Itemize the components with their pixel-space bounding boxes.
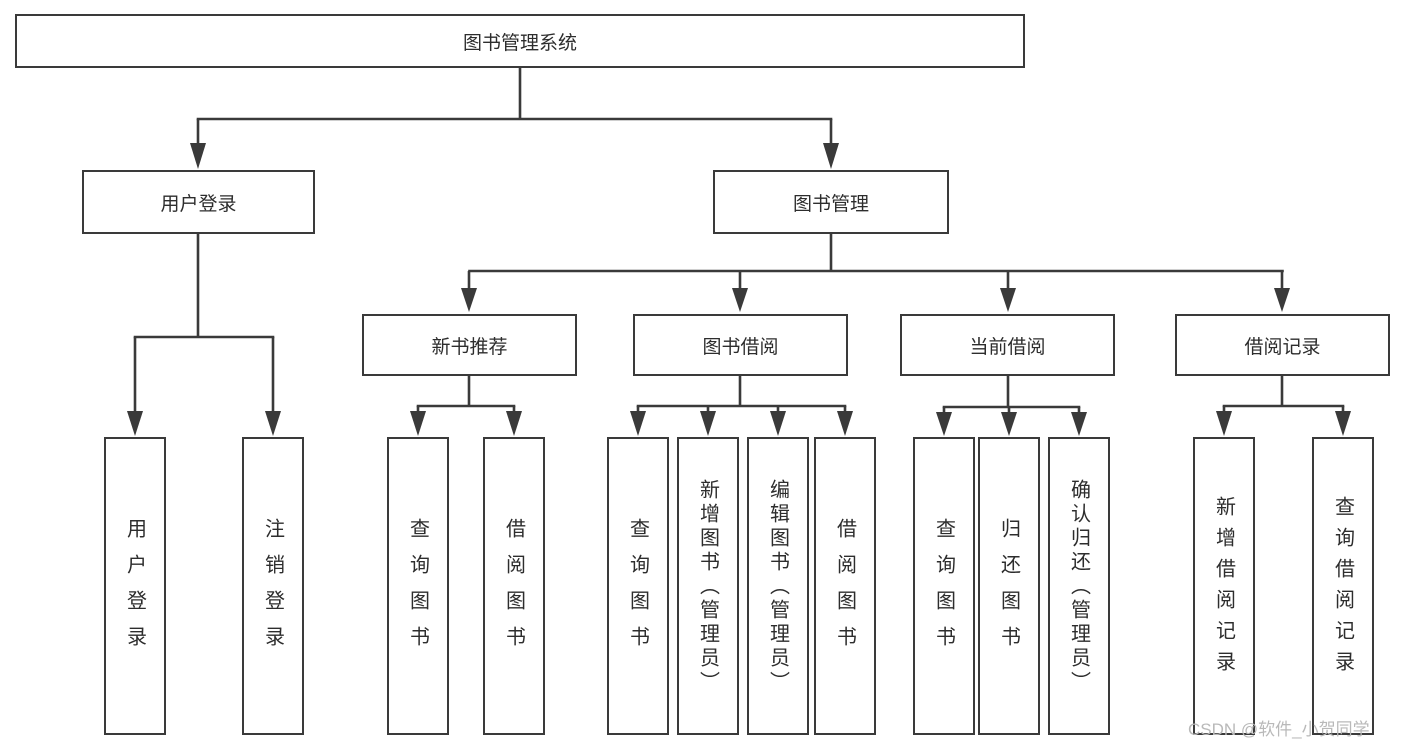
leaf-confirm-return-admin: 确认归还（管理员） [1048, 437, 1110, 735]
node-book-management: 图书管理 [713, 170, 949, 234]
node-root-system: 图书管理系统 [15, 14, 1025, 68]
leaf-newbook-borrow-books: 借阅图书 [483, 437, 545, 735]
edge-root-to-level2 [190, 68, 839, 169]
node-borrow-records: 借阅记录 [1175, 314, 1390, 376]
leaf-return-books: 归还图书 [978, 437, 1040, 735]
node-new-book-recommend: 新书推荐 [362, 314, 577, 376]
edge-borrowrecords-to-leaves [1216, 376, 1351, 436]
leaf-current-query-books: 查询图书 [913, 437, 975, 735]
leaf-add-books-admin: 新增图书（管理员） [677, 437, 739, 735]
leaf-logout: 注销登录 [242, 437, 304, 735]
leaf-borrow-query-books: 查询图书 [607, 437, 669, 735]
edge-currentborrow-to-leaves [936, 376, 1087, 436]
leaf-edit-books-admin: 编辑图书（管理员） [747, 437, 809, 735]
node-current-borrow: 当前借阅 [900, 314, 1115, 376]
leaf-user-login: 用户登录 [104, 437, 166, 735]
leaf-borrow-books: 借阅图书 [814, 437, 876, 735]
leaf-query-borrow-record: 查询借阅记录 [1312, 437, 1374, 735]
leaf-newbook-query-books: 查询图书 [387, 437, 449, 735]
edge-userlogin-to-leaves [127, 234, 281, 436]
edge-bookmgmt-to-level3 [461, 234, 1290, 312]
leaf-add-borrow-record: 新增借阅记录 [1193, 437, 1255, 735]
node-user-login: 用户登录 [82, 170, 315, 234]
edge-bookborrow-to-leaves [630, 376, 853, 436]
node-book-borrow: 图书借阅 [633, 314, 848, 376]
watermark: CSDN @软件_小贺同学 [1188, 720, 1370, 739]
edge-newbook-to-leaves [410, 376, 522, 436]
